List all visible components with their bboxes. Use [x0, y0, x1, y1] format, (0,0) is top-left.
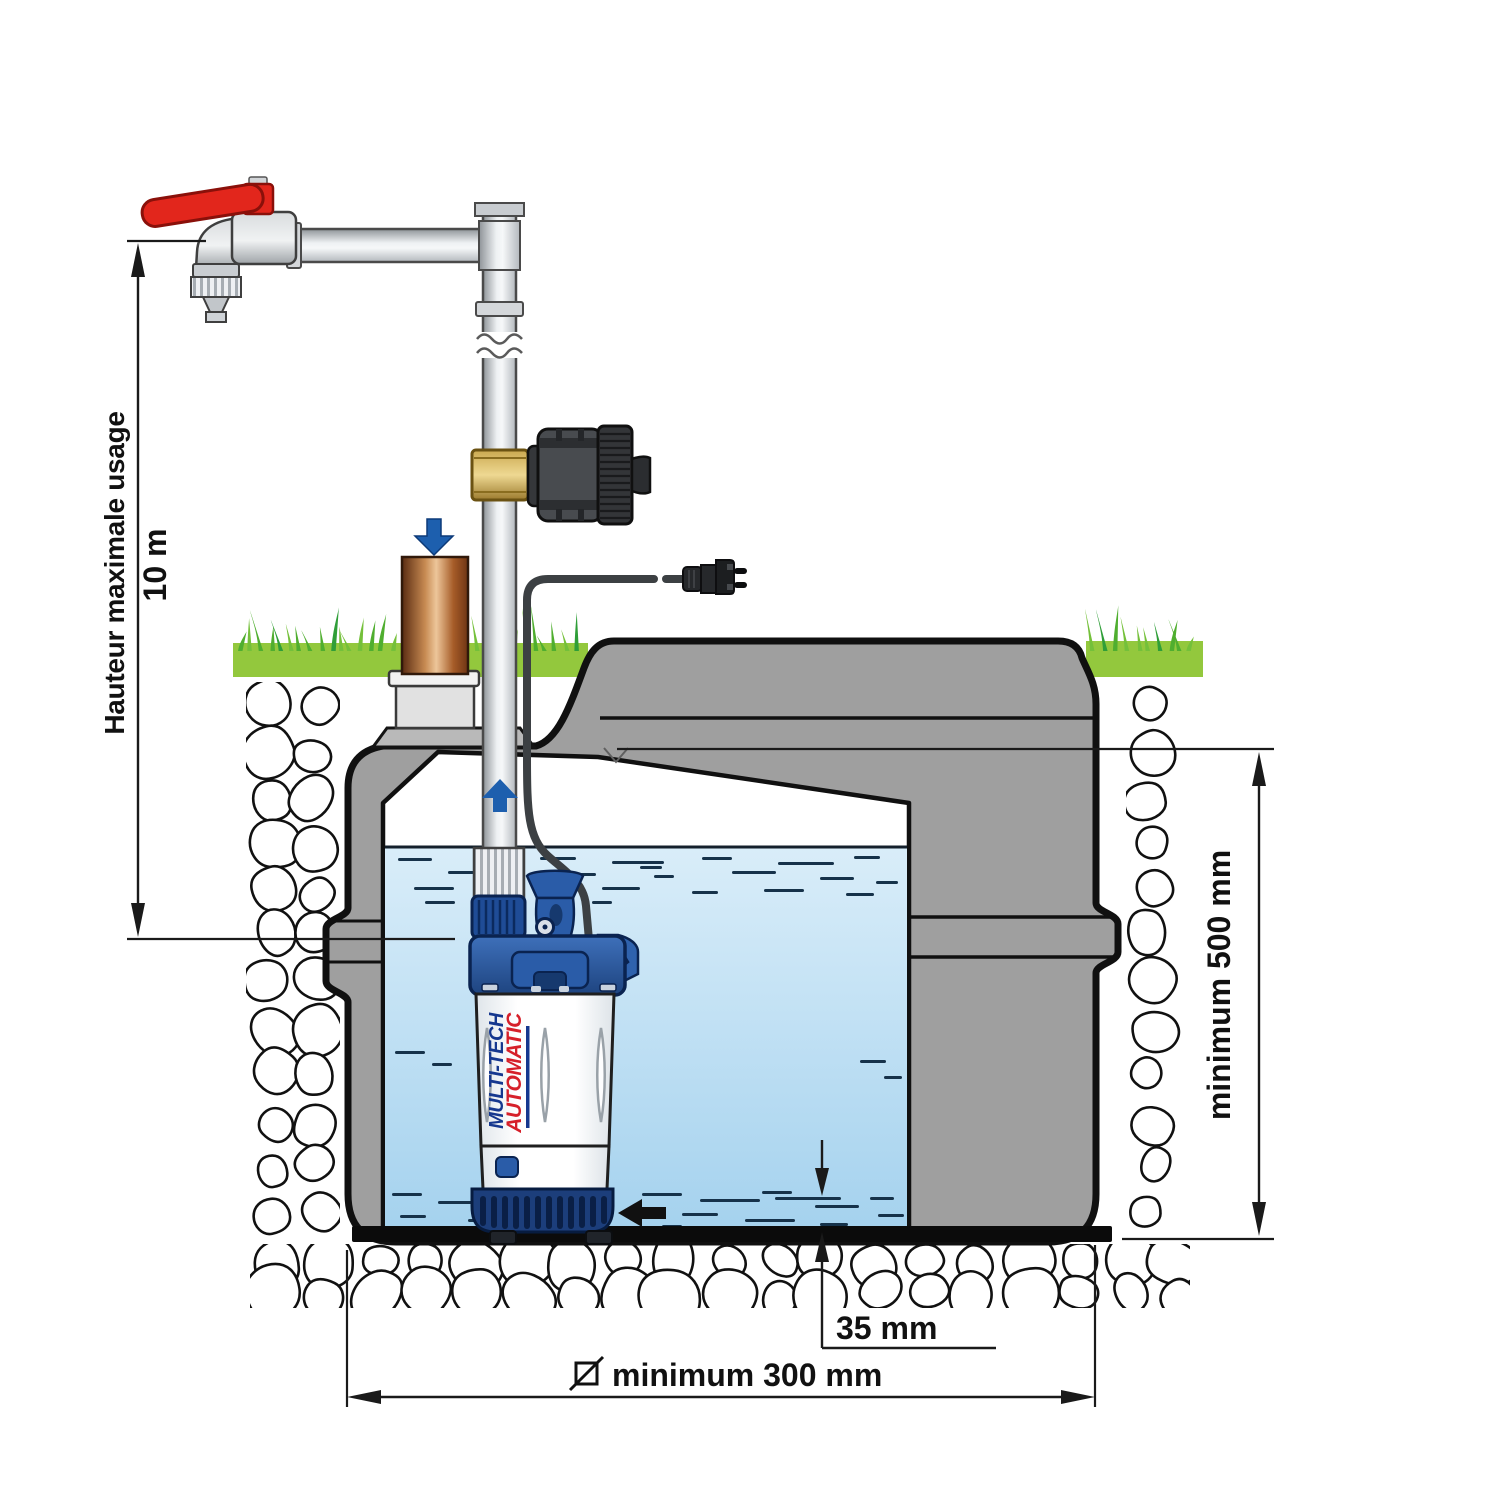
vessel-valve-knob — [630, 455, 652, 495]
hose-barb-tip — [205, 311, 227, 323]
rim-knurling — [600, 432, 630, 520]
lid-notch — [603, 747, 629, 764]
tank-water — [385, 847, 907, 1228]
horizontal-pipe — [297, 227, 487, 264]
arrowhead-up-icon — [131, 243, 145, 277]
neck-ribs — [477, 900, 516, 934]
power-cable — [523, 559, 747, 944]
faucet-handle — [140, 182, 265, 228]
power-plug-icon — [682, 559, 747, 595]
arrowhead-right-icon — [1061, 1390, 1095, 1404]
diameter-icon — [568, 1355, 605, 1392]
arrowhead-up-icon — [1252, 752, 1266, 786]
water-texture — [392, 856, 904, 1228]
arrowhead-down-icon — [131, 903, 145, 937]
intake-slots — [480, 1196, 607, 1229]
copper-inlet-pipe — [400, 555, 470, 676]
pump-foot — [489, 1230, 517, 1245]
flow-intake-arrow-icon — [618, 1199, 666, 1227]
gravel-column-right — [1126, 682, 1184, 1228]
faucet — [140, 176, 298, 323]
pump-foot — [585, 1230, 613, 1245]
tank-floor — [352, 1226, 1112, 1242]
flow-up-arrow-icon — [482, 779, 518, 812]
body-vents — [482, 1027, 606, 1123]
max-height-label: Hauteur maximale usage — [99, 411, 130, 734]
arrowhead-down-icon — [1252, 1202, 1266, 1236]
submersible-pump: MULTI-TECH AUTOMATIC — [468, 846, 666, 1245]
pressure-vessel-assembly — [470, 424, 652, 526]
pipe-top-cap — [474, 202, 525, 217]
cable-to-pump — [523, 752, 593, 944]
faucet-hose-nut — [190, 276, 242, 298]
arrowhead-down-icon — [815, 1168, 829, 1196]
inlet-collar — [394, 684, 476, 730]
dimension-annotations: Hauteur maximale usage 10 m minimum 500 … — [99, 239, 1274, 1407]
grass-blades-right — [1085, 605, 1194, 651]
pump-model-label: AUTOMATIC — [503, 1012, 526, 1134]
arrowhead-left-icon — [347, 1390, 381, 1404]
body-plug-chip — [495, 1156, 519, 1178]
faucet-outlet-flange — [192, 263, 240, 278]
arrowhead-up-icon — [815, 1232, 829, 1262]
pipe-coupling-ring — [475, 301, 524, 317]
hose-barb — [201, 296, 231, 313]
label-underline — [526, 1026, 530, 1128]
cable-above-ground — [523, 575, 658, 764]
tank-depth-label: minimum 500 mm — [1201, 850, 1237, 1120]
handle-opening — [549, 904, 563, 926]
max-height-value: 10 m — [137, 529, 173, 602]
min-water-level-label: 35 mm — [836, 1310, 937, 1346]
pipe-break-symbol — [476, 332, 523, 359]
pipe-elbow — [478, 220, 521, 271]
faucet-body — [230, 210, 298, 266]
pipe-union-coupling — [472, 846, 526, 900]
tank-diameter-label: minimum 300 mm — [612, 1357, 882, 1393]
pump-brand-label: MULTI-TECH — [486, 1012, 508, 1129]
pump-handle-top — [525, 869, 585, 900]
flow-down-arrow-icon — [413, 518, 455, 557]
